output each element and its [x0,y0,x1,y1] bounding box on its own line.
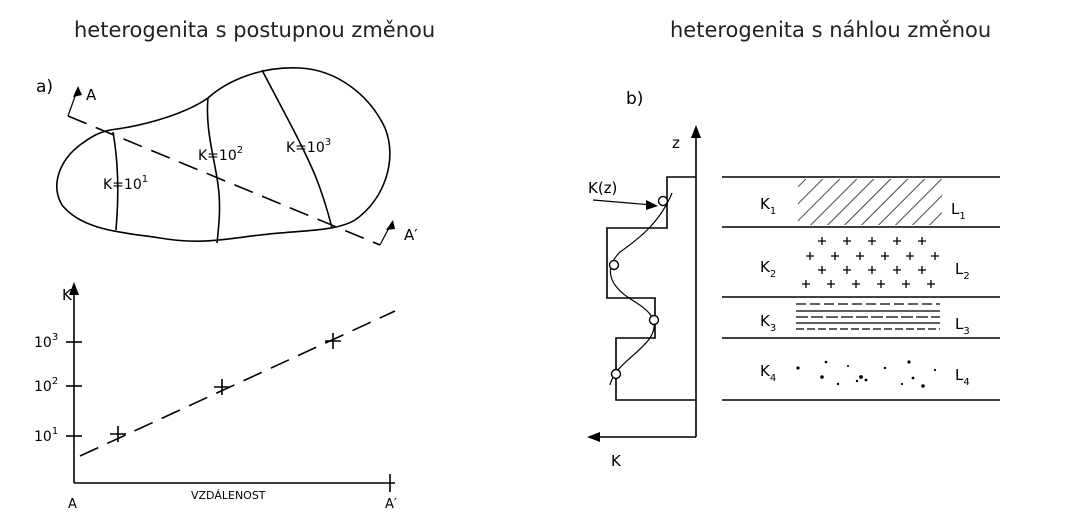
layer-3-k-label: K3 [760,312,776,334]
curve-label: K(z) [588,179,617,197]
layer-1-k-label: K1 [760,195,776,217]
k-axis-arrowhead [587,432,600,442]
plot-point-1 [110,426,126,442]
layer-2-k-label: K2 [760,258,776,280]
layer-4-k-label: K4 [760,362,776,384]
plot-y-tick-label-10-3: 103 [34,332,58,351]
isoline-label-k1: K=101 [103,174,148,193]
layer-3-line-pattern [796,303,940,330]
curve-label-arrow [592,199,653,206]
layer-2-l-label: L2 [955,260,970,282]
section-start-label: A [86,86,97,104]
plot-y-arrowhead [69,282,79,295]
layer-3-l-label: L3 [955,315,970,337]
sample-point-1 [657,195,669,207]
k-smooth-curve [609,192,673,386]
section-line [67,115,381,246]
isoline-k3 [261,69,333,229]
plot-y-tick-label-10-1: 101 [34,426,58,445]
isoline-label-k3: K=103 [286,137,331,156]
plot-y-axis-label: K [62,286,73,304]
sample-point-4 [610,368,622,380]
plot-x-axis-label: VZDÁLENOST [191,489,266,502]
heterogeneous-body-outline [56,67,391,243]
section-end-label: A′ [404,226,418,244]
isoline-k1 [112,131,119,231]
panel-a-label: a) [36,77,53,97]
plot-y-tick-label-10-2: 102 [34,376,58,395]
plot-x-start-label: A [68,497,77,512]
plot-trend-line [79,310,396,457]
k-axis-label: K [611,452,622,470]
sample-point-3 [648,314,660,326]
panel-b-layers: K1 L1 K2 L2 K3 L3 K4 L4 [722,176,1000,401]
layer-4-speckle-pattern [796,360,937,388]
heading-abrupt-change: heterogenita s náhlou změnou [670,18,992,42]
panel-b-label: b) [626,89,643,109]
z-axis-arrowhead [691,125,701,138]
layer-1-l-label: L1 [951,200,966,222]
isoline-k2 [206,97,221,244]
layer-1-hatch [798,179,942,225]
plot-point-3 [325,333,341,349]
layer-2-plus-pattern [802,237,939,288]
panel-a-map: a) A A′ K=101 K=102 K=103 [36,67,418,246]
plot-x-end-label: A′ [385,497,397,512]
sample-point-2 [608,259,620,271]
plot-point-2 [214,379,230,395]
layer-4-l-label: L4 [955,366,970,388]
section-arrowhead-a-prime [386,220,395,230]
curve-label-arrowhead [646,200,658,210]
isoline-label-k2: K=102 [198,145,243,164]
z-axis-label: z [672,134,680,152]
panel-a-plot: K 101 102 103 A A′ VZDÁLENOST [34,282,397,512]
heading-gradual-change: heterogenita s postupnou změnou [74,18,436,42]
section-arrowhead-a [73,86,82,97]
panel-b-profile: b) z K K(z) [587,89,701,470]
